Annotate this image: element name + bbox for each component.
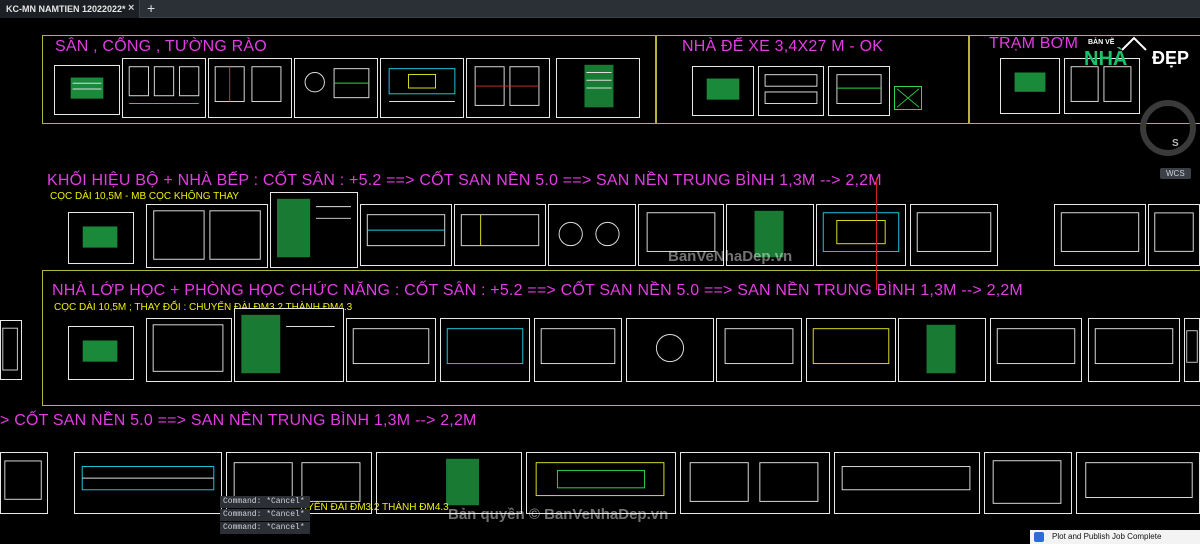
- drawing-sheet[interactable]: [380, 58, 464, 118]
- file-tab-bar: KC-MN NAMTIEN 12022022* × +: [0, 0, 1200, 18]
- plot-publish-notification[interactable]: Plot and Publish Job Complete: [1030, 530, 1200, 544]
- plot-notification-icon: [1034, 532, 1044, 542]
- drawing-sheet[interactable]: [526, 452, 676, 514]
- drawing-sheet[interactable]: [122, 58, 206, 118]
- drawing-sheet[interactable]: [466, 58, 550, 118]
- drawing-sheet[interactable]: [346, 318, 436, 382]
- drawing-sheet[interactable]: [680, 452, 830, 514]
- drawing-sheet[interactable]: [454, 204, 546, 266]
- brand-logo-icon: [1121, 36, 1147, 51]
- drawing-sheet[interactable]: [54, 65, 120, 115]
- viewcube-compass-icon[interactable]: [1140, 100, 1196, 156]
- logo-text-main: NHÀ: [1084, 48, 1128, 70]
- drawing-sheet[interactable]: [1000, 58, 1060, 114]
- command-history-line: Command: *Cancel*: [220, 509, 310, 521]
- section-title: TRẠM BƠM: [989, 35, 1079, 52]
- command-history-line: Command: *Cancel*: [220, 496, 310, 508]
- logo-text-right: ĐẸP: [1152, 48, 1190, 68]
- frame-san-cong: [42, 35, 656, 124]
- drawing-sheet[interactable]: [758, 66, 824, 116]
- drawing-sheet[interactable]: [534, 318, 622, 382]
- drawing-sheet[interactable]: [68, 326, 134, 380]
- drawing-sheet[interactable]: [1148, 204, 1200, 266]
- section-title: NHÀ LỚP HỌC + PHÒNG HỌC CHỨC NĂNG : CỐT …: [52, 282, 1023, 299]
- drawing-sheet[interactable]: [1064, 58, 1140, 114]
- watermark-mid: BanVeNhaDep.vn: [668, 248, 793, 265]
- close-icon[interactable]: ×: [128, 2, 135, 14]
- frame-nha-lop-hoc: [42, 270, 1200, 406]
- drawing-sheet[interactable]: [834, 452, 980, 514]
- drawing-sheet[interactable]: [1088, 318, 1180, 382]
- section-title: KHỐI HIỆU BỘ + NHÀ BẾP : CỐT SÂN : +5.2 …: [47, 172, 882, 189]
- drawing-sheet[interactable]: [816, 204, 906, 266]
- drawing-sheet[interactable]: [234, 308, 344, 382]
- drawing-sheet[interactable]: [294, 58, 378, 118]
- drawing-sheet[interactable]: [0, 320, 22, 380]
- drawing-sheet[interactable]: [692, 66, 754, 116]
- drawing-sheet[interactable]: [208, 58, 292, 118]
- drawing-sheet[interactable]: [74, 452, 222, 514]
- drawing-sheet[interactable]: [726, 204, 814, 266]
- drawing-sheet[interactable]: [556, 58, 640, 118]
- frame-nha-de-xe: [656, 35, 969, 124]
- drawing-sheet[interactable]: [0, 452, 48, 514]
- model-space-canvas[interactable]: SÂN , CỔNG , TƯỜNG RÀO NHÀ ĐỂ XE 3,4X27 …: [0, 18, 1200, 544]
- selection-line: [876, 178, 877, 290]
- drawing-sheet[interactable]: [548, 204, 636, 266]
- drawing-sheet[interactable]: [68, 212, 134, 264]
- section-title: NHÀ ĐỂ XE 3,4X27 M - OK: [682, 38, 884, 55]
- drawing-sheet[interactable]: [716, 318, 802, 382]
- drawing-sheet[interactable]: [828, 66, 890, 116]
- drawing-sheet[interactable]: [894, 86, 922, 110]
- drawing-sheet[interactable]: [270, 192, 358, 268]
- watermark-bottom: Bản quyền © BanVeNhaDep.vn: [448, 506, 669, 523]
- drawing-sheet[interactable]: [910, 204, 998, 266]
- drawing-sheet[interactable]: [898, 318, 986, 382]
- tab-label: KC-MN NAMTIEN 12022022*: [6, 4, 126, 14]
- new-tab-plus-icon[interactable]: +: [147, 0, 156, 16]
- section-note: UYỂN ĐÀI ĐM3.2 THÀNH ĐM4.3: [300, 502, 449, 513]
- section-title: SÂN , CỔNG , TƯỜNG RÀO: [55, 38, 267, 55]
- tab-drawing[interactable]: KC-MN NAMTIEN 12022022* ×: [0, 0, 140, 18]
- section-note: CỌC DÀI 10,5M - MB CỌC KHÔNG THAY: [50, 191, 240, 202]
- drawing-sheet[interactable]: [984, 452, 1072, 514]
- section-title: > CỐT SAN NỀN 5.0 ==> SAN NỀN TRUNG BÌNH…: [0, 412, 477, 429]
- drawing-sheet[interactable]: [360, 204, 452, 266]
- section-note: CỌC DÀI 10,5M ; THAY ĐỔI : CHUYỂN ĐÀI ĐM…: [54, 302, 353, 313]
- drawing-sheet[interactable]: [1184, 318, 1200, 382]
- drawing-sheet[interactable]: [146, 204, 268, 268]
- drawing-sheet[interactable]: [1076, 452, 1200, 514]
- drawing-sheet[interactable]: [638, 204, 724, 266]
- drawing-sheet[interactable]: [440, 318, 530, 382]
- drawing-sheet[interactable]: [626, 318, 714, 382]
- wcs-menu[interactable]: WCS: [1160, 168, 1191, 179]
- drawing-sheet[interactable]: [990, 318, 1082, 382]
- logo-text-top: BẢN VẼ: [1088, 39, 1115, 46]
- drawing-sheet[interactable]: [806, 318, 896, 382]
- drawing-sheet[interactable]: [1054, 204, 1146, 266]
- command-history-line: Command: *Cancel*: [220, 522, 310, 534]
- drawing-sheet[interactable]: [376, 452, 522, 514]
- frame-tram-bom: [969, 35, 1200, 124]
- compass-south-label: S: [1172, 138, 1179, 149]
- drawing-sheet[interactable]: [146, 318, 232, 382]
